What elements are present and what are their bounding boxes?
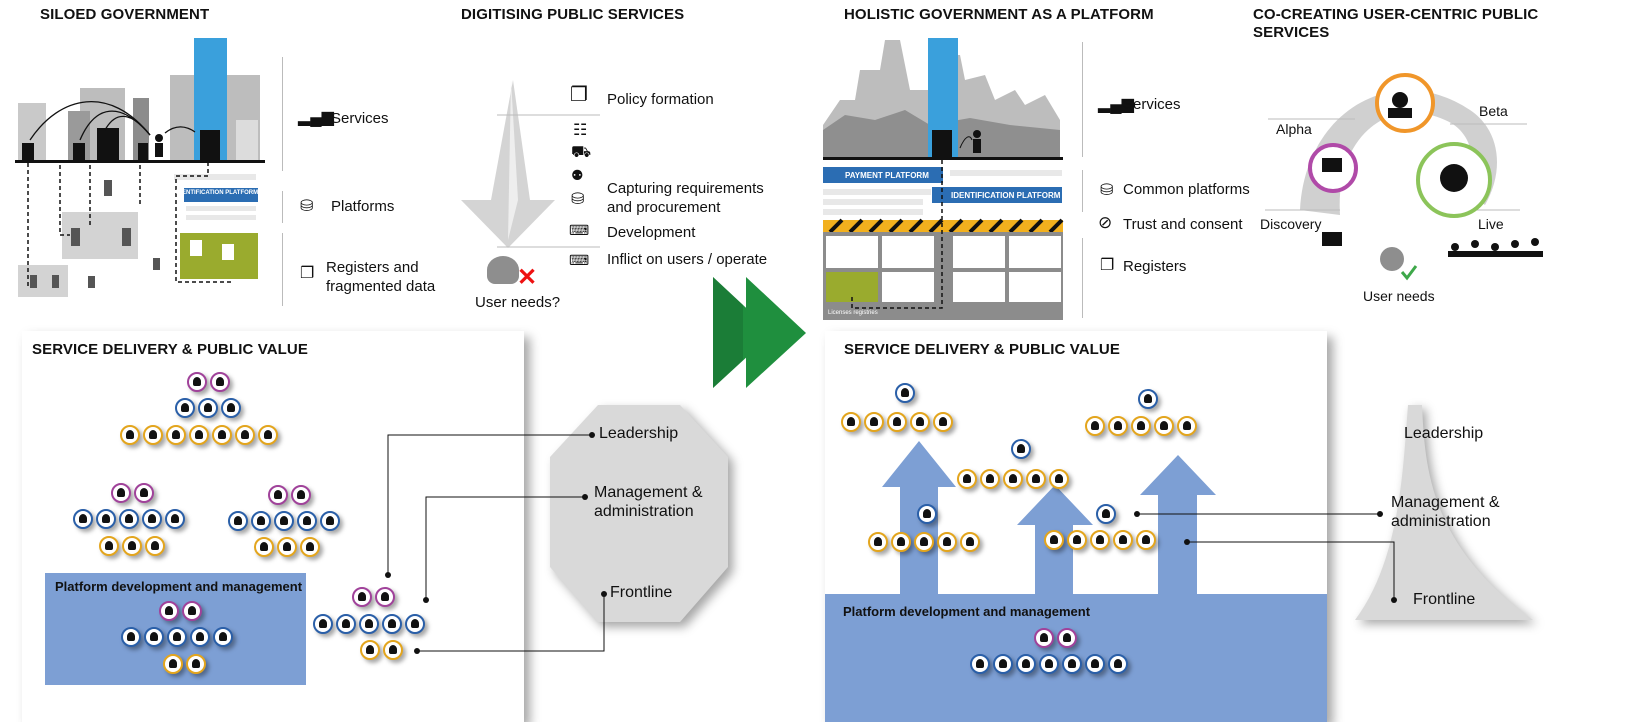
bars-icon: ▂▄▆ — [298, 109, 334, 126]
coins-icon: ⛁ — [571, 191, 585, 208]
laptop-face-icon: ⌨ — [569, 252, 590, 268]
holistic-registers-label: Registers — [1123, 258, 1187, 275]
co-creating-user-needs: User needs — [1363, 288, 1435, 304]
people-row — [268, 485, 311, 505]
right-frontline-label: Frontline — [1413, 591, 1476, 608]
people-icon: ⚉ — [571, 167, 584, 183]
licenses-registries-label: Licenses registries — [828, 310, 878, 316]
people-row — [111, 483, 154, 503]
phase-live: Live — [1478, 216, 1504, 232]
holistic-illustration: PAYMENT PLATFORM IDENTIFICATION PLATFORM… — [820, 30, 1070, 325]
people-row — [1085, 416, 1197, 436]
payment-platform-label: PAYMENT PLATFORM — [845, 171, 929, 180]
title-holistic-government: HOLISTIC GOVERNMENT AS A PLATFORM — [844, 6, 1154, 23]
people-row — [187, 372, 230, 392]
siloed-illustration: IDENTIFICATION PLATFORM — [0, 0, 300, 310]
no-sign-icon: ⊘ — [1098, 213, 1113, 232]
step-inflict-on-users: Inflict on users / operate — [607, 251, 768, 268]
documents-icon: ❐ — [300, 265, 315, 282]
people-row — [1034, 628, 1077, 648]
people-row — [175, 398, 241, 418]
people-row — [73, 509, 185, 529]
siloed-registers-label: Registers and fragmented data — [326, 259, 436, 295]
people-row — [841, 412, 953, 432]
phase-beta: Beta — [1479, 103, 1508, 119]
cart-icon: ⛟ — [571, 144, 592, 161]
siloed-buildings-svg — [15, 38, 265, 297]
people-row — [254, 537, 320, 557]
people-row — [99, 536, 165, 556]
siloed-id-platform-label: IDENTIFICATION PLATFORM — [176, 190, 259, 196]
policy-document-icon: ❐ — [570, 84, 588, 106]
holistic-services-label: Services — [1123, 96, 1181, 113]
checklist-icon: ☷ — [573, 122, 588, 139]
holistic-city-svg — [823, 38, 1064, 320]
people-row — [352, 587, 395, 607]
database-icon: ⛁ — [300, 198, 314, 215]
title-co-creating: CO-CREATING USER-CENTRIC PUBLIC SERVICES — [1253, 6, 1539, 41]
people-row — [957, 469, 1069, 489]
people-row — [1138, 389, 1158, 409]
people-row — [121, 627, 233, 647]
laptop-icon: ⌨ — [569, 222, 590, 238]
documents-icon: ❐ — [1100, 257, 1115, 274]
people-row — [159, 601, 202, 621]
people-row — [1096, 504, 1116, 524]
siloed-services-label: Services — [331, 110, 389, 127]
left-frontline-label: Frontline — [610, 584, 673, 601]
people-row — [360, 640, 403, 660]
phase-alpha: Alpha — [1276, 121, 1312, 137]
people-row — [228, 511, 340, 531]
left-leadership-label: Leadership — [599, 425, 679, 442]
phase-discovery: Discovery — [1260, 216, 1322, 232]
common-platforms-label: Common platforms — [1123, 181, 1250, 198]
platform-dev-label-right: Platform development and management — [843, 604, 1091, 619]
service-right-title: SERVICE DELIVERY & PUBLIC VALUE — [844, 341, 1120, 358]
title-digitising-public-services: DIGITISING PUBLIC SERVICES — [461, 6, 685, 23]
people-row — [120, 425, 278, 445]
right-leadership-label: Leadership — [1404, 425, 1484, 442]
step-capturing-requirements: Capturing requirements and procurement — [607, 180, 764, 216]
people-row — [1044, 530, 1156, 550]
title-siloed-government: SILOED GOVERNMENT — [40, 6, 210, 23]
people-row — [163, 654, 206, 674]
people-row — [313, 614, 425, 634]
holistic-id-platform-label: IDENTIFICATION PLATFORM — [951, 191, 1061, 200]
step-policy-formation: Policy formation — [607, 91, 714, 108]
siloed-platforms-label: Platforms — [331, 198, 395, 215]
trust-consent-label: Trust and consent — [1123, 216, 1243, 233]
people-row — [895, 383, 915, 403]
people-row — [970, 654, 1128, 674]
people-row — [917, 504, 937, 524]
user-group-icon — [487, 256, 519, 284]
database-icon: ⛁ — [1100, 182, 1114, 199]
service-left-title: SERVICE DELIVERY & PUBLIC VALUE — [32, 341, 308, 358]
bars-icon: ▂▄▆ — [1098, 96, 1134, 113]
left-management-label: Management & administration — [594, 484, 703, 520]
user-needs-question: User needs? — [475, 294, 561, 311]
people-row — [868, 532, 980, 552]
red-cross-icon: ✕ — [517, 264, 538, 291]
step-development: Development — [607, 224, 696, 241]
people-row — [1011, 439, 1031, 459]
platform-dev-label-left: Platform development and management — [55, 579, 303, 594]
right-management-label: Management & administration — [1391, 494, 1500, 530]
